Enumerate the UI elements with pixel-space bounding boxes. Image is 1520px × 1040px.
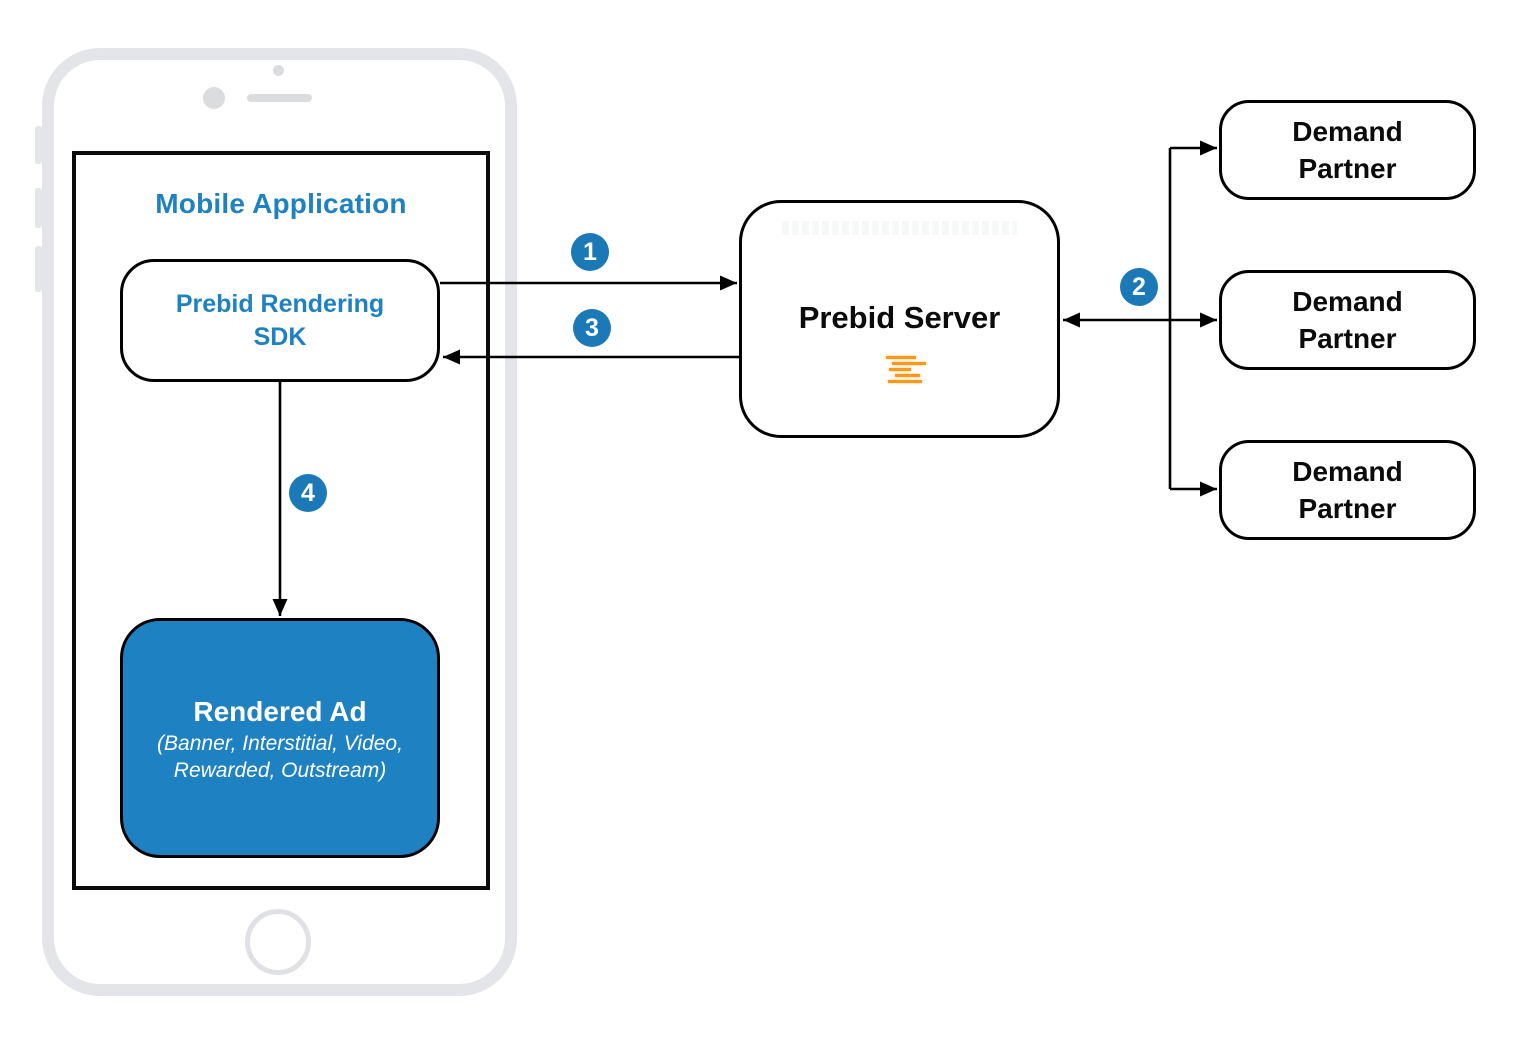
- rendered-ad-node: Rendered Ad (Banner, Interstitial, Video…: [120, 618, 440, 858]
- phone-volume-down-button: [35, 246, 42, 292]
- sdk-label-line1: Prebid Rendering: [175, 289, 385, 318]
- demand-partner-1-line2: Partner: [1298, 153, 1397, 184]
- home-button: [245, 909, 311, 975]
- prebid-rendering-sdk-node: Prebid Rendering SDK: [120, 259, 440, 382]
- step-badge-2: 2: [1120, 268, 1158, 306]
- prebid-logo-icon: [884, 355, 930, 386]
- phone-mute-switch: [35, 126, 42, 164]
- step-badge-1: 1: [571, 233, 609, 271]
- demand-partner-2-line1: Demand: [1292, 286, 1403, 317]
- demand-partner-3-line2: Partner: [1298, 493, 1397, 524]
- demand-partner-1-line1: Demand: [1292, 116, 1403, 147]
- phone-volume-up-button: [35, 188, 42, 228]
- earpiece-speaker-icon: [247, 94, 312, 102]
- demand-partner-node-3: Demand Partner: [1219, 440, 1476, 540]
- rendered-ad-title: Rendered Ad: [193, 695, 367, 727]
- watermark: [782, 221, 1017, 235]
- step-badge-3: 3: [573, 309, 611, 347]
- step-badge-4: 4: [289, 474, 327, 512]
- rendered-ad-subtitle-line1: (Banner, Interstitial, Video,: [157, 731, 403, 755]
- demand-partner-2-line2: Partner: [1298, 323, 1397, 354]
- prebid-server-node: Prebid Server: [739, 200, 1060, 438]
- sdk-label-line2: SDK: [253, 322, 307, 351]
- mobile-application-title: Mobile Application: [155, 188, 407, 219]
- rendered-ad-subtitle-line2: Rewarded, Outstream): [173, 758, 387, 782]
- demand-partner-3-line1: Demand: [1292, 456, 1403, 487]
- demand-partner-node-2: Demand Partner: [1219, 270, 1476, 370]
- front-camera-icon: [203, 87, 225, 109]
- proximity-sensor-icon: [273, 65, 284, 76]
- prebid-server-title: Prebid Server: [798, 300, 1001, 335]
- demand-partner-node-1: Demand Partner: [1219, 100, 1476, 200]
